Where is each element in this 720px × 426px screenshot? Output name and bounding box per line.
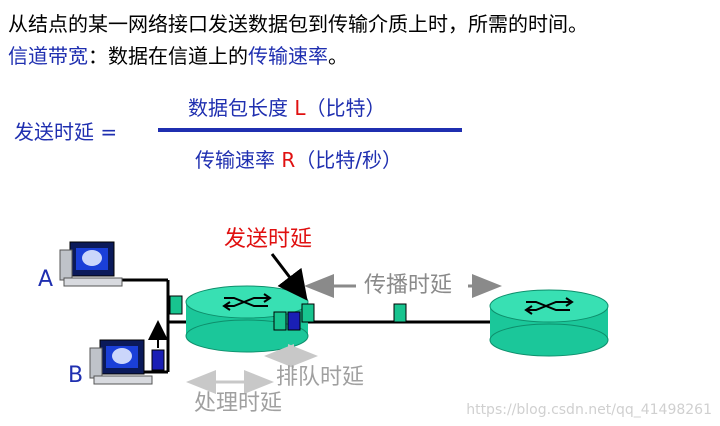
host-a-label: A — [38, 267, 53, 292]
transmission-rate-term: 传输速率 — [248, 44, 328, 68]
host-a-computer-icon — [59, 241, 123, 287]
numerator-text: 数据包长度 — [188, 96, 295, 120]
right-router-icon — [489, 289, 609, 357]
transmission-delay-label: 发送时延 — [224, 227, 312, 252]
denominator-unit: （比特/秒） — [295, 148, 403, 172]
formula-numerator: 数据包长度 L（比特） — [188, 92, 386, 121]
bandwidth-definition: 信道带宽：数据在信道上的传输速率。 — [8, 40, 348, 69]
queued-packet-2 — [287, 311, 301, 331]
transmission-delay-arrow — [270, 253, 308, 301]
queued-packet-1 — [273, 311, 287, 331]
colon: ： — [88, 44, 108, 68]
queuing-delay-label: 排队时延 — [276, 365, 364, 390]
incoming-packet — [169, 295, 183, 315]
bandwidth-term: 信道带宽 — [8, 44, 88, 68]
processing-delay-label: 处理时延 — [194, 391, 282, 416]
host-b-packet — [151, 349, 165, 371]
host-b-computer-icon — [89, 339, 153, 385]
watermark: https://blog.csdn.net/qq_41498261 — [466, 402, 712, 418]
denominator-variable: R — [281, 148, 296, 172]
numerator-unit: （比特） — [305, 96, 386, 120]
fraction-bar — [158, 128, 462, 132]
formula-lhs: 发送时延 = — [14, 120, 118, 144]
numerator-variable: L — [294, 96, 306, 120]
denominator-text: 传输速率 — [195, 148, 282, 172]
bandwidth-desc: 数据在信道上的 — [108, 44, 248, 68]
transmitting-packet — [301, 303, 315, 323]
formula-denominator: 传输速率 R（比特/秒） — [195, 144, 402, 173]
propagating-packet — [393, 303, 407, 323]
propagation-delay-label: 传播时延 — [364, 273, 452, 298]
period: 。 — [328, 44, 348, 68]
transmission-delay-definition: 从结点的某一网络接口发送数据包到传输介质上时，所需的时间。 — [8, 12, 588, 36]
host-b-label: B — [68, 363, 83, 388]
